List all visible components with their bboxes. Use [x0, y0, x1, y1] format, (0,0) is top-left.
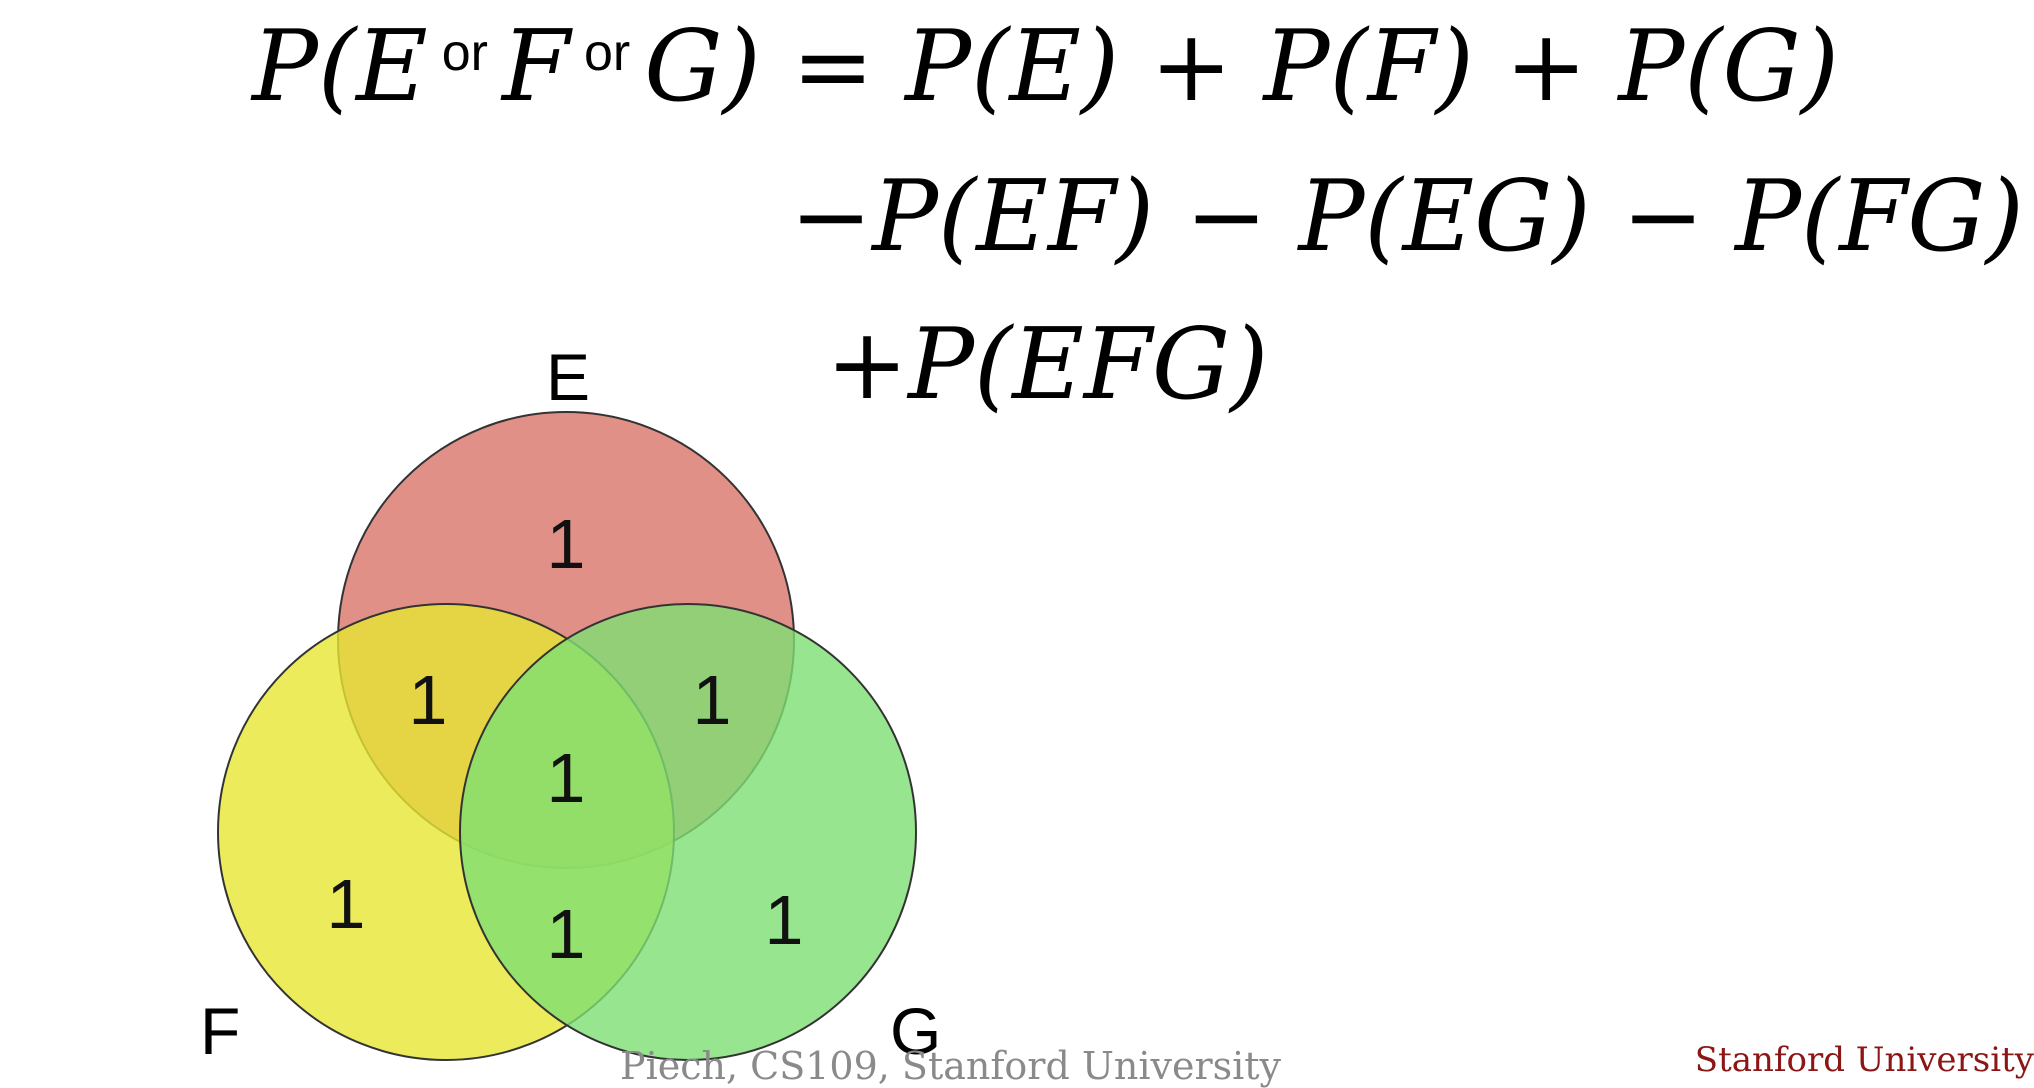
set-g-circle: [459, 603, 917, 1061]
footer-credit: Piech, CS109, Stanford University: [620, 1044, 1282, 1088]
set-f-label: F: [200, 994, 240, 1068]
region-eg: 1: [693, 661, 732, 739]
region-f-only: 1: [327, 865, 366, 943]
region-fg: 1: [547, 895, 586, 973]
set-e-label: E: [546, 340, 590, 414]
region-e-only: 1: [547, 505, 586, 583]
formula-or-2: or: [583, 24, 631, 82]
footer-university: Stanford University: [1694, 1040, 2034, 1080]
region-g-only: 1: [765, 881, 804, 959]
formula-lhs-start: P(E: [252, 10, 428, 124]
formula-or-1: or: [441, 24, 488, 82]
region-ef: 1: [409, 661, 448, 739]
formula-line-2: −P(EF) − P(EG) − P(FG): [790, 160, 2024, 274]
region-efg: 1: [547, 739, 586, 817]
set-g-label: G: [890, 994, 941, 1068]
formula-lhs-mid: F: [501, 10, 570, 124]
formula-line-3: +P(EFG): [826, 308, 1269, 422]
formula-lhs-end: G) = P(E) + P(F) + P(G): [644, 10, 1840, 124]
